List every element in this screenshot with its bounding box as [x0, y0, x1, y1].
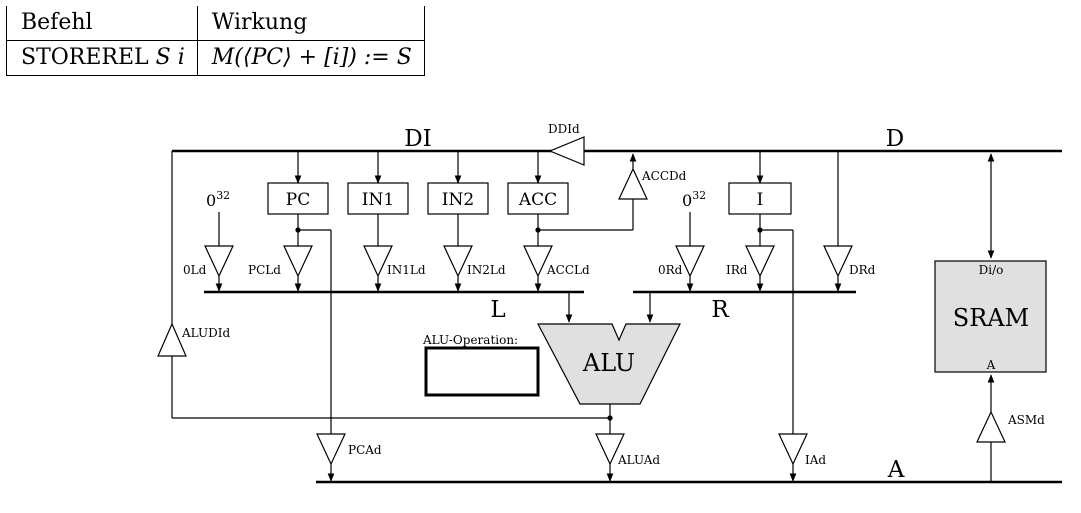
label-sram-a: A — [986, 358, 996, 372]
label-sram: SRAM — [953, 304, 1029, 332]
const-zero32-right: 032 — [682, 189, 706, 210]
driver-0rd — [675, 245, 705, 278]
register-pc — [267, 182, 329, 215]
driver-accdd — [618, 167, 648, 200]
driver-in1ld — [363, 245, 393, 278]
driver-accld — [523, 245, 553, 278]
instr-arg-i: i — [177, 45, 185, 70]
register-in2 — [427, 182, 489, 215]
header-wirkung: Wirkung — [197, 6, 425, 41]
driver-ddid — [548, 136, 585, 166]
label-iad: IAd — [805, 453, 826, 467]
label-sram-dio: Di/o — [979, 263, 1004, 277]
cell-effect: M(⟨PC⟩ + [i]) := S — [197, 40, 425, 76]
driver-drd — [823, 245, 853, 278]
label-bus-l: L — [490, 297, 505, 323]
register-in1 — [347, 182, 409, 215]
command-table: Befehl Wirkung STOREREL S i M(⟨PC⟩ + [i]… — [6, 6, 425, 76]
table-row: STOREREL S i M(⟨PC⟩ + [i]) := S — [6, 40, 425, 76]
label-alu: ALU — [582, 349, 635, 377]
label-in2: IN2 — [442, 190, 474, 210]
driver-pcld — [283, 245, 313, 278]
label-aluad: ALUAd — [617, 453, 660, 467]
label-bus-r: R — [711, 297, 729, 323]
label-bus-di: DI — [404, 126, 432, 152]
label-in1ld: IN1Ld — [387, 263, 426, 277]
driver-pcad — [316, 433, 346, 466]
label-alu-operation: ALU-Operation: — [422, 333, 518, 347]
label-accdd: ACCDd — [641, 169, 687, 183]
label-acc: ACC — [518, 190, 557, 210]
label-in1: IN1 — [362, 190, 394, 210]
label-aludid: ALUDId — [181, 326, 230, 340]
label-bus-a: A — [887, 457, 905, 483]
alu-operation-box — [424, 346, 540, 397]
label-i: I — [757, 190, 764, 210]
cell-instruction: STOREREL S i — [6, 40, 198, 76]
instr-arg-s: S — [155, 45, 171, 70]
header-befehl: Befehl — [6, 6, 198, 41]
table-header-row: Befehl Wirkung — [6, 6, 425, 41]
label-0rd: 0Rd — [658, 263, 683, 277]
register-acc — [507, 182, 569, 215]
driver-0ld — [204, 245, 234, 278]
driver-in2ld — [443, 245, 473, 278]
label-bus-d: D — [886, 126, 904, 152]
driver-asmd — [976, 410, 1006, 443]
label-in2ld: IN2Ld — [467, 263, 506, 277]
label-pcld: PCLd — [248, 263, 281, 277]
instr-name: STOREREL — [21, 45, 149, 70]
driver-aluad — [595, 433, 625, 466]
sram-unit — [934, 260, 1047, 373]
const-zero32-left: 032 — [206, 189, 230, 210]
label-asmd: ASMd — [1007, 413, 1045, 427]
driver-ird — [745, 245, 775, 278]
label-pcad: PCAd — [348, 443, 382, 457]
label-pc: PC — [286, 190, 310, 210]
label-drd: DRd — [849, 263, 876, 277]
driver-iad — [778, 433, 808, 466]
label-ddid: DDId — [548, 122, 580, 136]
alu-unit — [537, 323, 681, 405]
label-accld: ACCLd — [546, 263, 590, 277]
label-0ld: 0Ld — [183, 263, 207, 277]
label-ird: IRd — [726, 263, 748, 277]
register-i — [728, 182, 792, 215]
driver-aludid — [157, 322, 187, 357]
